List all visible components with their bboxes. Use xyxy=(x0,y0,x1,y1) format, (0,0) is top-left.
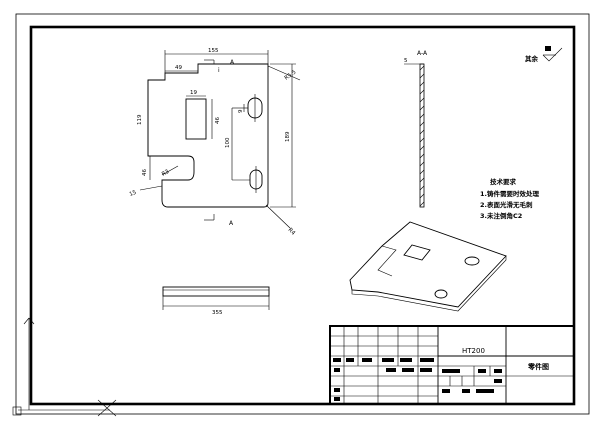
front-view xyxy=(139,50,301,229)
title-block-part-name: 零件图 xyxy=(527,362,549,371)
inner-frame-border xyxy=(29,25,576,406)
surface-finish-symbol: 其余 xyxy=(525,46,563,63)
dim-notch-height: 46 xyxy=(142,169,148,176)
title-block xyxy=(329,325,575,405)
dim-left-offset: 49 xyxy=(175,65,182,71)
view-arrow-marker: i xyxy=(218,67,220,74)
dim-corner-chamfer: 15 xyxy=(129,190,138,198)
dim-bottom-right-radius: R4 xyxy=(287,227,297,237)
isometric-view xyxy=(349,221,507,312)
dim-hole-spacing: 100 xyxy=(225,137,231,148)
outer-sheet-border xyxy=(15,13,590,415)
section-view-label: A-A xyxy=(417,50,428,57)
dim-side-view-length: 355 xyxy=(212,310,223,316)
dim-overall-width: 155 xyxy=(208,48,219,54)
tech-req-item-2: 2.表面光滑无毛刺 xyxy=(480,200,533,209)
tech-req-title: 技术要求 xyxy=(490,177,517,186)
dim-section-thickness: 5 xyxy=(404,58,408,64)
section-marker-top: A xyxy=(230,59,235,66)
ucs-icon xyxy=(12,317,117,417)
dim-overall-height: 189 xyxy=(285,131,291,142)
technical-requirements: 技术要求 1.铸件需要时效处理 2.表面光滑无毛刺 3.未注倒角C2 xyxy=(480,177,539,220)
dim-hole-width: 9 xyxy=(238,109,244,113)
dim-slot-width: 19 xyxy=(190,90,197,96)
dim-slot-height: 46 xyxy=(215,117,221,124)
tech-req-item-3: 3.未注倒角C2 xyxy=(480,211,522,220)
dim-top-right-radius: R5.5 xyxy=(284,69,298,81)
title-block-material: HT200 xyxy=(462,347,485,355)
dim-notch-radius: R3 xyxy=(161,169,171,178)
side-view xyxy=(162,286,270,310)
section-view xyxy=(404,63,425,208)
surface-finish-label: 其余 xyxy=(525,54,539,63)
section-marker-bottom: A xyxy=(229,220,234,227)
tech-req-item-1: 1.铸件需要时效处理 xyxy=(480,189,539,198)
dim-left-height: 119 xyxy=(137,114,143,125)
